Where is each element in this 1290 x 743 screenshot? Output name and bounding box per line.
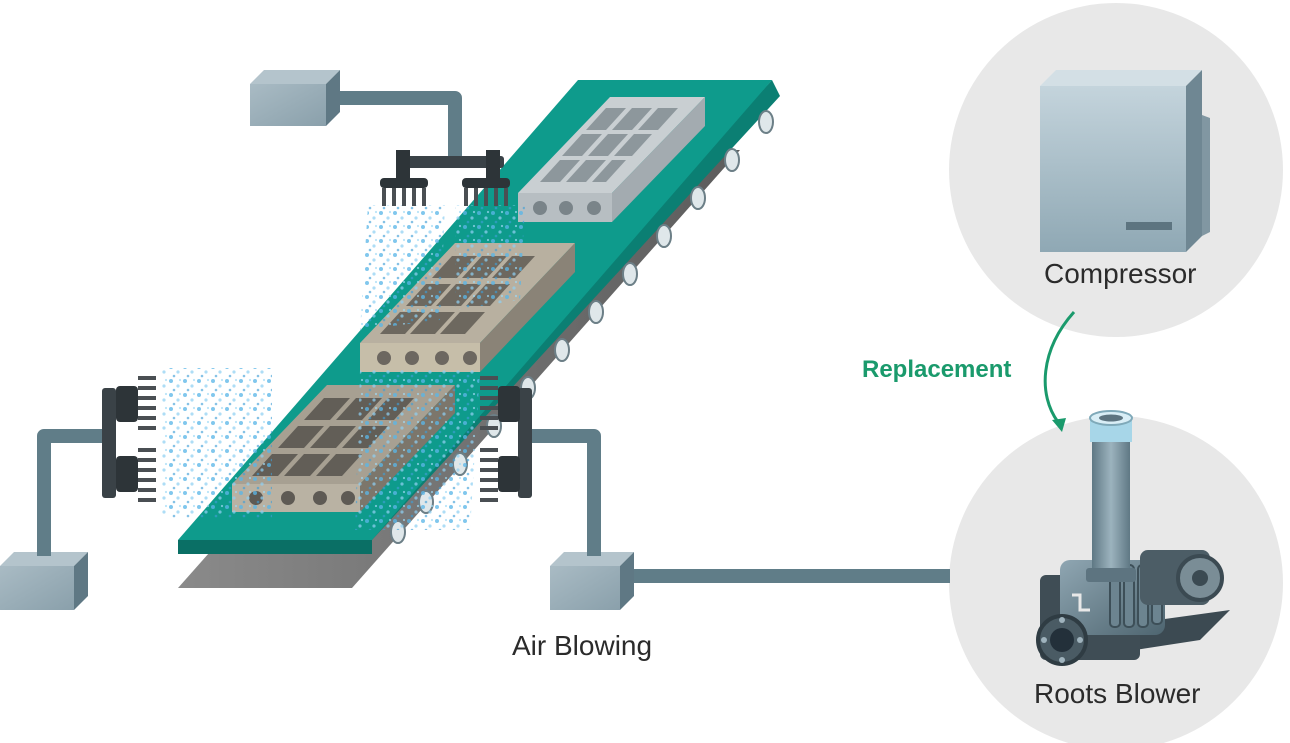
main-air-pipe xyxy=(630,569,950,583)
roots-blower-icon xyxy=(1036,410,1230,666)
right-nozzles xyxy=(480,376,520,502)
right-air-unit xyxy=(518,388,634,610)
replacement-label: Replacement xyxy=(862,356,1012,383)
top-air-unit xyxy=(250,70,504,168)
left-air-unit xyxy=(0,388,116,610)
compressor-icon xyxy=(1040,70,1210,252)
roots-blower-label: Roots Blower xyxy=(1034,678,1201,709)
curved-arrow-icon xyxy=(1043,311,1076,432)
air-spray xyxy=(162,205,525,530)
compressor-label: Compressor xyxy=(1044,258,1197,289)
air-blowing-label: Air Blowing xyxy=(512,630,653,661)
nozzle-icon xyxy=(380,150,510,206)
block-clean xyxy=(518,97,705,222)
left-nozzles xyxy=(116,376,156,502)
